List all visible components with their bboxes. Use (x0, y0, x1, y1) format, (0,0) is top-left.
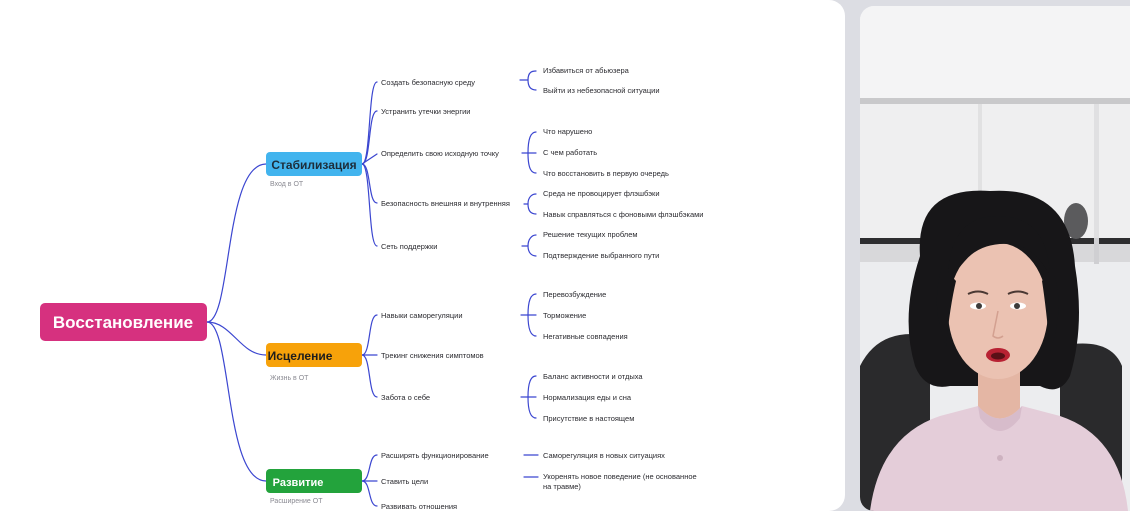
mindmap-canvas: Восстановление Стабилизация Вход в ОТ Ис… (40, 66, 704, 511)
item-label: Навыки саморегуляции (381, 311, 463, 320)
branch-label-stabilization: Стабилизация (271, 158, 356, 172)
subitem-label: Что нарушено (543, 127, 592, 136)
video-feed (860, 6, 1130, 511)
subitem-label: Баланс активности и отдыха (543, 372, 643, 381)
mindmap-board: Восстановление Стабилизация Вход в ОТ Ис… (0, 0, 845, 511)
root-node[interactable] (40, 303, 207, 341)
item-label: Безопасность внешняя и внутренняя (381, 199, 510, 208)
subitem-label: Навык справляться с фоновыми флэшбэками (543, 210, 704, 219)
item-label: Расширять функционирование (381, 451, 489, 460)
item-label: Создать безопасную среду (381, 78, 475, 87)
subitem-label: Торможение (543, 311, 586, 320)
branch-label-healing: Исцеление (268, 349, 333, 363)
root-node-label: Восстановление (53, 313, 193, 332)
subitem-label: Перевозбуждение (543, 290, 606, 299)
item-label: Определить свою исходную точку (381, 149, 499, 158)
subitem-label: С чем работать (543, 148, 597, 157)
item-label: Трекинг снижения симптомов (381, 351, 484, 360)
subitem-label: Укоренять новое поведение (не основанное (543, 472, 697, 481)
subitem-label: на травме) (543, 482, 581, 491)
subitem-label: Что восстановить в первую очередь (543, 169, 669, 178)
branch-node-healing[interactable] (266, 343, 362, 367)
subitem-label: Избавиться от абьюзера (543, 66, 630, 75)
subitem-label: Негативные совпадения (543, 332, 628, 341)
presenter-video (860, 6, 1130, 511)
subitem-label: Саморегуляция в новых ситуациях (543, 451, 665, 460)
item-label: Ставить цели (381, 477, 428, 486)
branch-node-development[interactable] (266, 469, 362, 493)
item-label: Сеть поддержки (381, 242, 437, 251)
subitem-label: Среда не провоцирует флэшбэки (543, 189, 660, 198)
subitem-label: Присутствие в настоящем (543, 414, 634, 423)
branch-label-development: Развитие (273, 477, 324, 489)
subitem-label: Подтверждение выбранного пути (543, 251, 659, 260)
branch-subtitle-stabilization: Вход в ОТ (270, 181, 304, 188)
branch-node-stabilization[interactable] (266, 152, 362, 176)
subitem-label: Выйти из небезопасной ситуации (543, 86, 660, 95)
item-label: Развивать отношения (381, 502, 457, 511)
subitem-label: Решение текущих проблем (543, 230, 638, 239)
item-label: Устранить утечки энергии (381, 107, 470, 116)
item-label: Забота о себе (381, 393, 430, 402)
subitem-label: Нормализация еды и сна (543, 393, 632, 402)
branch-subtitle-development: Расширение ОТ (270, 498, 323, 505)
branch-subtitle-healing: Жизнь в ОТ (270, 375, 309, 382)
